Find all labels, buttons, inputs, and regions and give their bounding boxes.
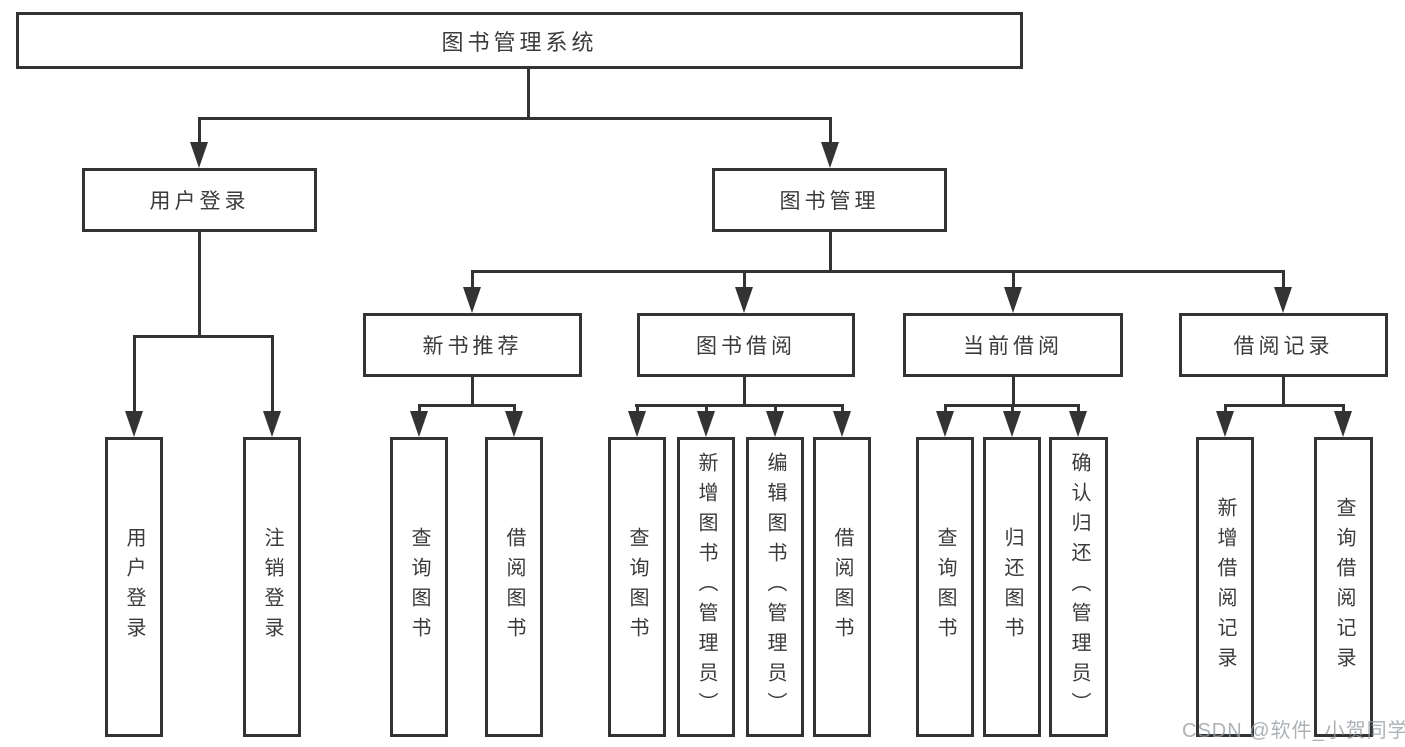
arrow-down-icon <box>936 411 954 437</box>
node-root: 图书管理系统 <box>16 12 1023 69</box>
arrow-down-icon <box>1004 287 1022 313</box>
connector-stem <box>198 117 201 144</box>
connector-v-line <box>829 232 832 273</box>
connector-stem <box>636 404 639 413</box>
arrow-down-icon <box>410 411 428 437</box>
node-book-management: 图书管理 <box>712 168 947 232</box>
connector-h-line <box>1224 404 1345 407</box>
leaf-query-borrow-record: 查询借阅记录 <box>1314 437 1373 737</box>
leaf-logout-login: 注销登录 <box>243 437 301 737</box>
connector-stem <box>1342 404 1345 413</box>
connector-stem <box>841 404 844 413</box>
leaf-borrow-books-a: 借阅图书 <box>485 437 543 737</box>
connector-v-line <box>471 377 474 407</box>
arrow-down-icon <box>263 411 281 437</box>
leaf-edit-books-admin: 编辑图书（管理员） <box>746 437 804 737</box>
arrow-down-icon <box>1216 411 1234 437</box>
leaf-return-books: 归还图书 <box>983 437 1041 737</box>
arrow-down-icon <box>190 142 208 168</box>
connector-h-line <box>471 270 1285 273</box>
arrow-down-icon <box>1003 411 1021 437</box>
leaf-add-borrow-record: 新增借阅记录 <box>1196 437 1254 737</box>
arrow-down-icon <box>833 411 851 437</box>
node-current-borrowing: 当前借阅 <box>903 313 1123 377</box>
arrow-down-icon <box>1334 411 1352 437</box>
connector-stem <box>1077 404 1080 413</box>
leaf-add-books-admin: 新增图书（管理员） <box>677 437 735 737</box>
watermark: CSDN @软件_小贺同学 <box>1182 720 1405 742</box>
arrow-down-icon <box>1274 287 1292 313</box>
connector-v-line <box>1012 377 1015 407</box>
arrow-down-icon <box>463 287 481 313</box>
arrow-down-icon <box>766 411 784 437</box>
connector-v-line <box>198 232 201 338</box>
arrow-down-icon <box>735 287 753 313</box>
connector-stem <box>829 117 832 144</box>
arrow-down-icon <box>628 411 646 437</box>
arrow-down-icon <box>697 411 715 437</box>
connector-stem <box>944 404 947 413</box>
node-user-login: 用户登录 <box>82 168 317 232</box>
arrow-down-icon <box>505 411 523 437</box>
connector-h-line <box>133 335 274 338</box>
connector-stem <box>1224 404 1227 413</box>
connector-v-line <box>743 377 746 407</box>
arrow-down-icon <box>821 142 839 168</box>
connector-h-line <box>418 404 515 407</box>
connector-stem <box>1012 270 1015 289</box>
node-new-book-recommend: 新书推荐 <box>363 313 582 377</box>
connector-stem <box>513 404 516 413</box>
connector-stem <box>774 404 777 413</box>
connector-v-line <box>1282 377 1285 407</box>
connector-stem <box>271 335 274 413</box>
arrow-down-icon <box>125 411 143 437</box>
connector-stem <box>1011 404 1014 413</box>
leaf-query-books-b: 查询图书 <box>608 437 666 737</box>
leaf-confirm-return-admin: 确认归还（管理员） <box>1049 437 1108 737</box>
leaf-query-books-c: 查询图书 <box>916 437 974 737</box>
connector-stem <box>705 404 708 413</box>
node-borrowing-records: 借阅记录 <box>1179 313 1388 377</box>
leaf-query-books-a: 查询图书 <box>390 437 448 737</box>
connector-stem <box>133 335 136 413</box>
arrow-down-icon <box>1069 411 1087 437</box>
connector-h-line <box>635 404 843 407</box>
node-book-borrowing: 图书借阅 <box>637 313 855 377</box>
connector-stem <box>1282 270 1285 289</box>
connector-stem <box>418 404 421 413</box>
leaf-user-login: 用户登录 <box>105 437 163 737</box>
connector-h-line <box>198 117 832 120</box>
connector-v-line <box>527 69 530 119</box>
connector-stem <box>471 270 474 289</box>
connector-stem <box>743 270 746 289</box>
leaf-borrow-books-b: 借阅图书 <box>813 437 871 737</box>
